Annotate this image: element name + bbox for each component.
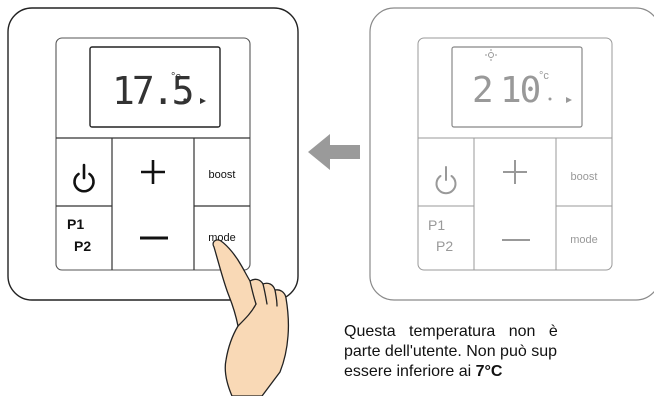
left-power-button[interactable] <box>57 139 111 205</box>
right-program-button[interactable]: P1 P2 <box>419 207 473 269</box>
right-temperature-value: 10 <box>500 70 540 111</box>
left-button-grid <box>56 137 250 270</box>
caption-line-1: Questa temperatura non è <box>344 323 558 340</box>
caption-line-3: essere inferiore ai 7°C <box>344 362 654 382</box>
left-program-p1: P1 <box>67 216 84 232</box>
right-temperature-unit: °c <box>539 70 549 82</box>
right-lcd-screen: 2 10 °c <box>472 49 572 111</box>
right-lcd-display <box>451 46 583 128</box>
caption-min-temperature: 7°C <box>475 363 503 380</box>
left-boost-button[interactable]: boost <box>195 139 249 205</box>
left-thermostat: 17.5 °c <box>7 7 299 301</box>
right-program-p1: P1 <box>428 217 445 233</box>
left-lcd-indicator-icon <box>200 98 206 104</box>
left-plus-button[interactable] <box>113 139 193 205</box>
left-lcd-display <box>89 46 221 128</box>
right-button-grid <box>418 137 612 270</box>
left-plus-icon <box>141 160 165 184</box>
right-temperature-prefix: 2 <box>472 70 494 111</box>
left-lcd-screen: 17.5 °c <box>112 69 206 113</box>
right-program-p2: P2 <box>436 238 453 254</box>
right-mode-label: mode <box>570 234 598 246</box>
left-boost-label: boost <box>209 169 236 181</box>
right-lcd-dot <box>548 97 552 101</box>
left-program-button[interactable]: P1 P2 <box>57 207 111 269</box>
left-minus-button[interactable] <box>113 207 193 269</box>
left-temperature-value: 17.5 <box>112 69 192 113</box>
right-minus-button[interactable] <box>475 207 555 269</box>
caption-line-2: parte dell'utente. Non può sup <box>344 343 557 360</box>
left-program-p2: P2 <box>74 238 91 254</box>
caption-text: Questa temperatura non è parte dell'uten… <box>344 322 654 382</box>
left-lcd-dot <box>183 98 187 102</box>
right-boost-button[interactable]: boost <box>557 139 611 205</box>
right-power-button[interactable] <box>419 139 473 205</box>
caption-line-3-prefix: essere inferiore ai <box>344 363 476 380</box>
right-thermostat: 2 10 °c <box>369 7 654 301</box>
right-mode-button[interactable]: mode <box>557 207 611 269</box>
right-lcd-indicator-icon <box>566 97 572 103</box>
right-plus-icon <box>503 160 527 184</box>
right-plus-button[interactable] <box>475 139 555 205</box>
hand-pointer-icon <box>212 239 290 396</box>
arrow-left-icon <box>308 134 360 170</box>
right-sun-icon <box>485 49 497 61</box>
left-power-icon <box>73 163 95 193</box>
right-boost-label: boost <box>571 171 598 183</box>
left-temperature-unit: °c <box>171 71 181 83</box>
right-power-icon <box>435 166 457 195</box>
